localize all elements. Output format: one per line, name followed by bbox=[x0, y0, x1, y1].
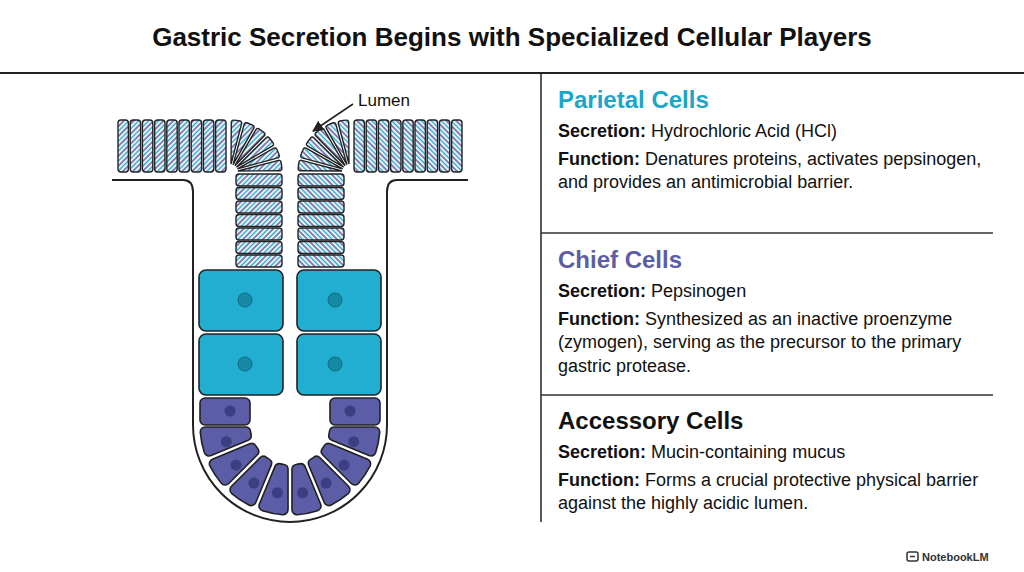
chief-cell bbox=[230, 456, 272, 505]
cell-nucleus bbox=[328, 357, 342, 371]
title-rule bbox=[0, 72, 1024, 74]
pit-left-half bbox=[118, 120, 288, 515]
section-rule bbox=[541, 394, 993, 396]
watermark-icon bbox=[907, 552, 918, 561]
cell-nucleus bbox=[230, 460, 241, 471]
parietal-cell bbox=[297, 334, 381, 395]
mucous-cell bbox=[216, 120, 226, 172]
field-value: Hydrochloric Acid (HCl) bbox=[651, 121, 837, 141]
basement-membrane bbox=[112, 180, 468, 522]
chief-cell bbox=[330, 398, 380, 425]
section-heading: Accessory Cells bbox=[558, 405, 994, 437]
cell-nucleus bbox=[339, 460, 350, 471]
chief-cell-group bbox=[200, 427, 288, 515]
mucous-cell bbox=[236, 188, 282, 200]
chief-cell bbox=[200, 398, 250, 425]
field-key: Function: bbox=[558, 309, 640, 329]
field-value: Mucin-containing mucus bbox=[651, 442, 845, 462]
gastric-pit bbox=[118, 120, 462, 515]
part-label: Lumen bbox=[358, 91, 410, 111]
mucous-cell bbox=[452, 120, 462, 172]
mucous-cell bbox=[298, 188, 344, 200]
mucous-cell bbox=[236, 174, 282, 186]
mucous-cell bbox=[415, 120, 425, 172]
cell-nucleus bbox=[297, 487, 308, 498]
cell-nucleus bbox=[321, 478, 332, 489]
mucous-cell bbox=[155, 120, 165, 172]
field-key: Function: bbox=[558, 149, 640, 169]
mucous-cell bbox=[236, 215, 282, 227]
watermark-icon-shape bbox=[910, 556, 915, 558]
section-heading: Parietal Cells bbox=[558, 84, 994, 116]
mucous-cell bbox=[238, 160, 282, 171]
mucous-cell bbox=[236, 201, 282, 213]
section-paragraph: Secretion:Hydrochloric Acid (HCl) bbox=[558, 120, 994, 144]
mucous-cell bbox=[298, 242, 344, 254]
cell-type-section: Chief CellsSecretion:PepsinogenFunction:… bbox=[558, 244, 994, 378]
cell-nucleus bbox=[345, 406, 356, 417]
section-heading: Chief Cells bbox=[558, 244, 994, 276]
field-key: Secretion: bbox=[558, 442, 646, 462]
field-key: Function: bbox=[558, 470, 640, 490]
section-paragraph: Function:Denatures proteins, activates p… bbox=[558, 148, 994, 195]
cell-nucleus bbox=[225, 406, 236, 417]
mucous-cell bbox=[439, 120, 449, 172]
diagram-title: Gastric Secretion Begins with Specialize… bbox=[0, 20, 1024, 54]
cell-nucleus bbox=[248, 478, 259, 489]
mucous-cell bbox=[427, 120, 437, 172]
cell-nucleus bbox=[238, 357, 252, 371]
chief-cell bbox=[200, 427, 251, 456]
field-value: Pepsinogen bbox=[651, 281, 746, 301]
parietal-cell bbox=[297, 270, 381, 331]
mucous-cell bbox=[203, 120, 213, 172]
mucous-cell bbox=[378, 120, 388, 172]
parietal-cell bbox=[199, 270, 283, 331]
cell-nucleus bbox=[272, 487, 283, 498]
cell-type-section: Parietal CellsSecretion:Hydrochloric Aci… bbox=[558, 84, 994, 195]
cell-nucleus bbox=[328, 293, 342, 307]
mucous-cell bbox=[142, 120, 152, 172]
cell-nucleus bbox=[221, 436, 232, 447]
pit-right-half bbox=[292, 120, 462, 515]
mucous-cell bbox=[391, 120, 401, 172]
parietal-cell bbox=[199, 334, 283, 395]
section-paragraph: Function:Forms a crucial protective phys… bbox=[558, 469, 994, 516]
mucous-cell bbox=[354, 120, 364, 172]
section-rule bbox=[541, 232, 993, 234]
cell-nucleus bbox=[348, 436, 359, 447]
mucous-cell bbox=[298, 160, 342, 171]
mucous-cell bbox=[191, 120, 201, 172]
mucous-cell bbox=[403, 120, 413, 172]
watermark-icon-shape bbox=[907, 552, 918, 561]
leader-arrow bbox=[313, 104, 353, 131]
section-paragraph: Secretion:Pepsinogen bbox=[558, 280, 994, 304]
mucous-cell bbox=[179, 120, 189, 172]
mucous-cell bbox=[118, 120, 128, 172]
mucous-cell bbox=[298, 174, 344, 186]
cell-type-section: Accessory CellsSecretion:Mucin-containin… bbox=[558, 405, 994, 516]
mucous-cell bbox=[236, 255, 282, 267]
mucous-cell bbox=[236, 242, 282, 254]
mucous-cell bbox=[167, 120, 177, 172]
field-key: Secretion: bbox=[558, 121, 646, 141]
mucous-cell bbox=[298, 201, 344, 213]
cell-nucleus bbox=[238, 293, 252, 307]
mucous-cell bbox=[298, 255, 344, 267]
section-paragraph: Function:Synthesized as an inactive proe… bbox=[558, 308, 994, 379]
chief-cell-group bbox=[292, 427, 380, 515]
field-key: Secretion: bbox=[558, 281, 646, 301]
chief-cell bbox=[329, 427, 380, 456]
watermark: NotebookLM bbox=[922, 551, 989, 563]
section-paragraph: Secretion:Mucin-containing mucus bbox=[558, 441, 994, 465]
mucous-cell bbox=[236, 228, 282, 240]
chief-cell bbox=[308, 456, 350, 505]
mucous-cell bbox=[366, 120, 376, 172]
mucous-cell bbox=[298, 228, 344, 240]
mucous-cell bbox=[298, 215, 344, 227]
column-divider bbox=[540, 73, 542, 522]
mucous-cell bbox=[130, 120, 140, 172]
